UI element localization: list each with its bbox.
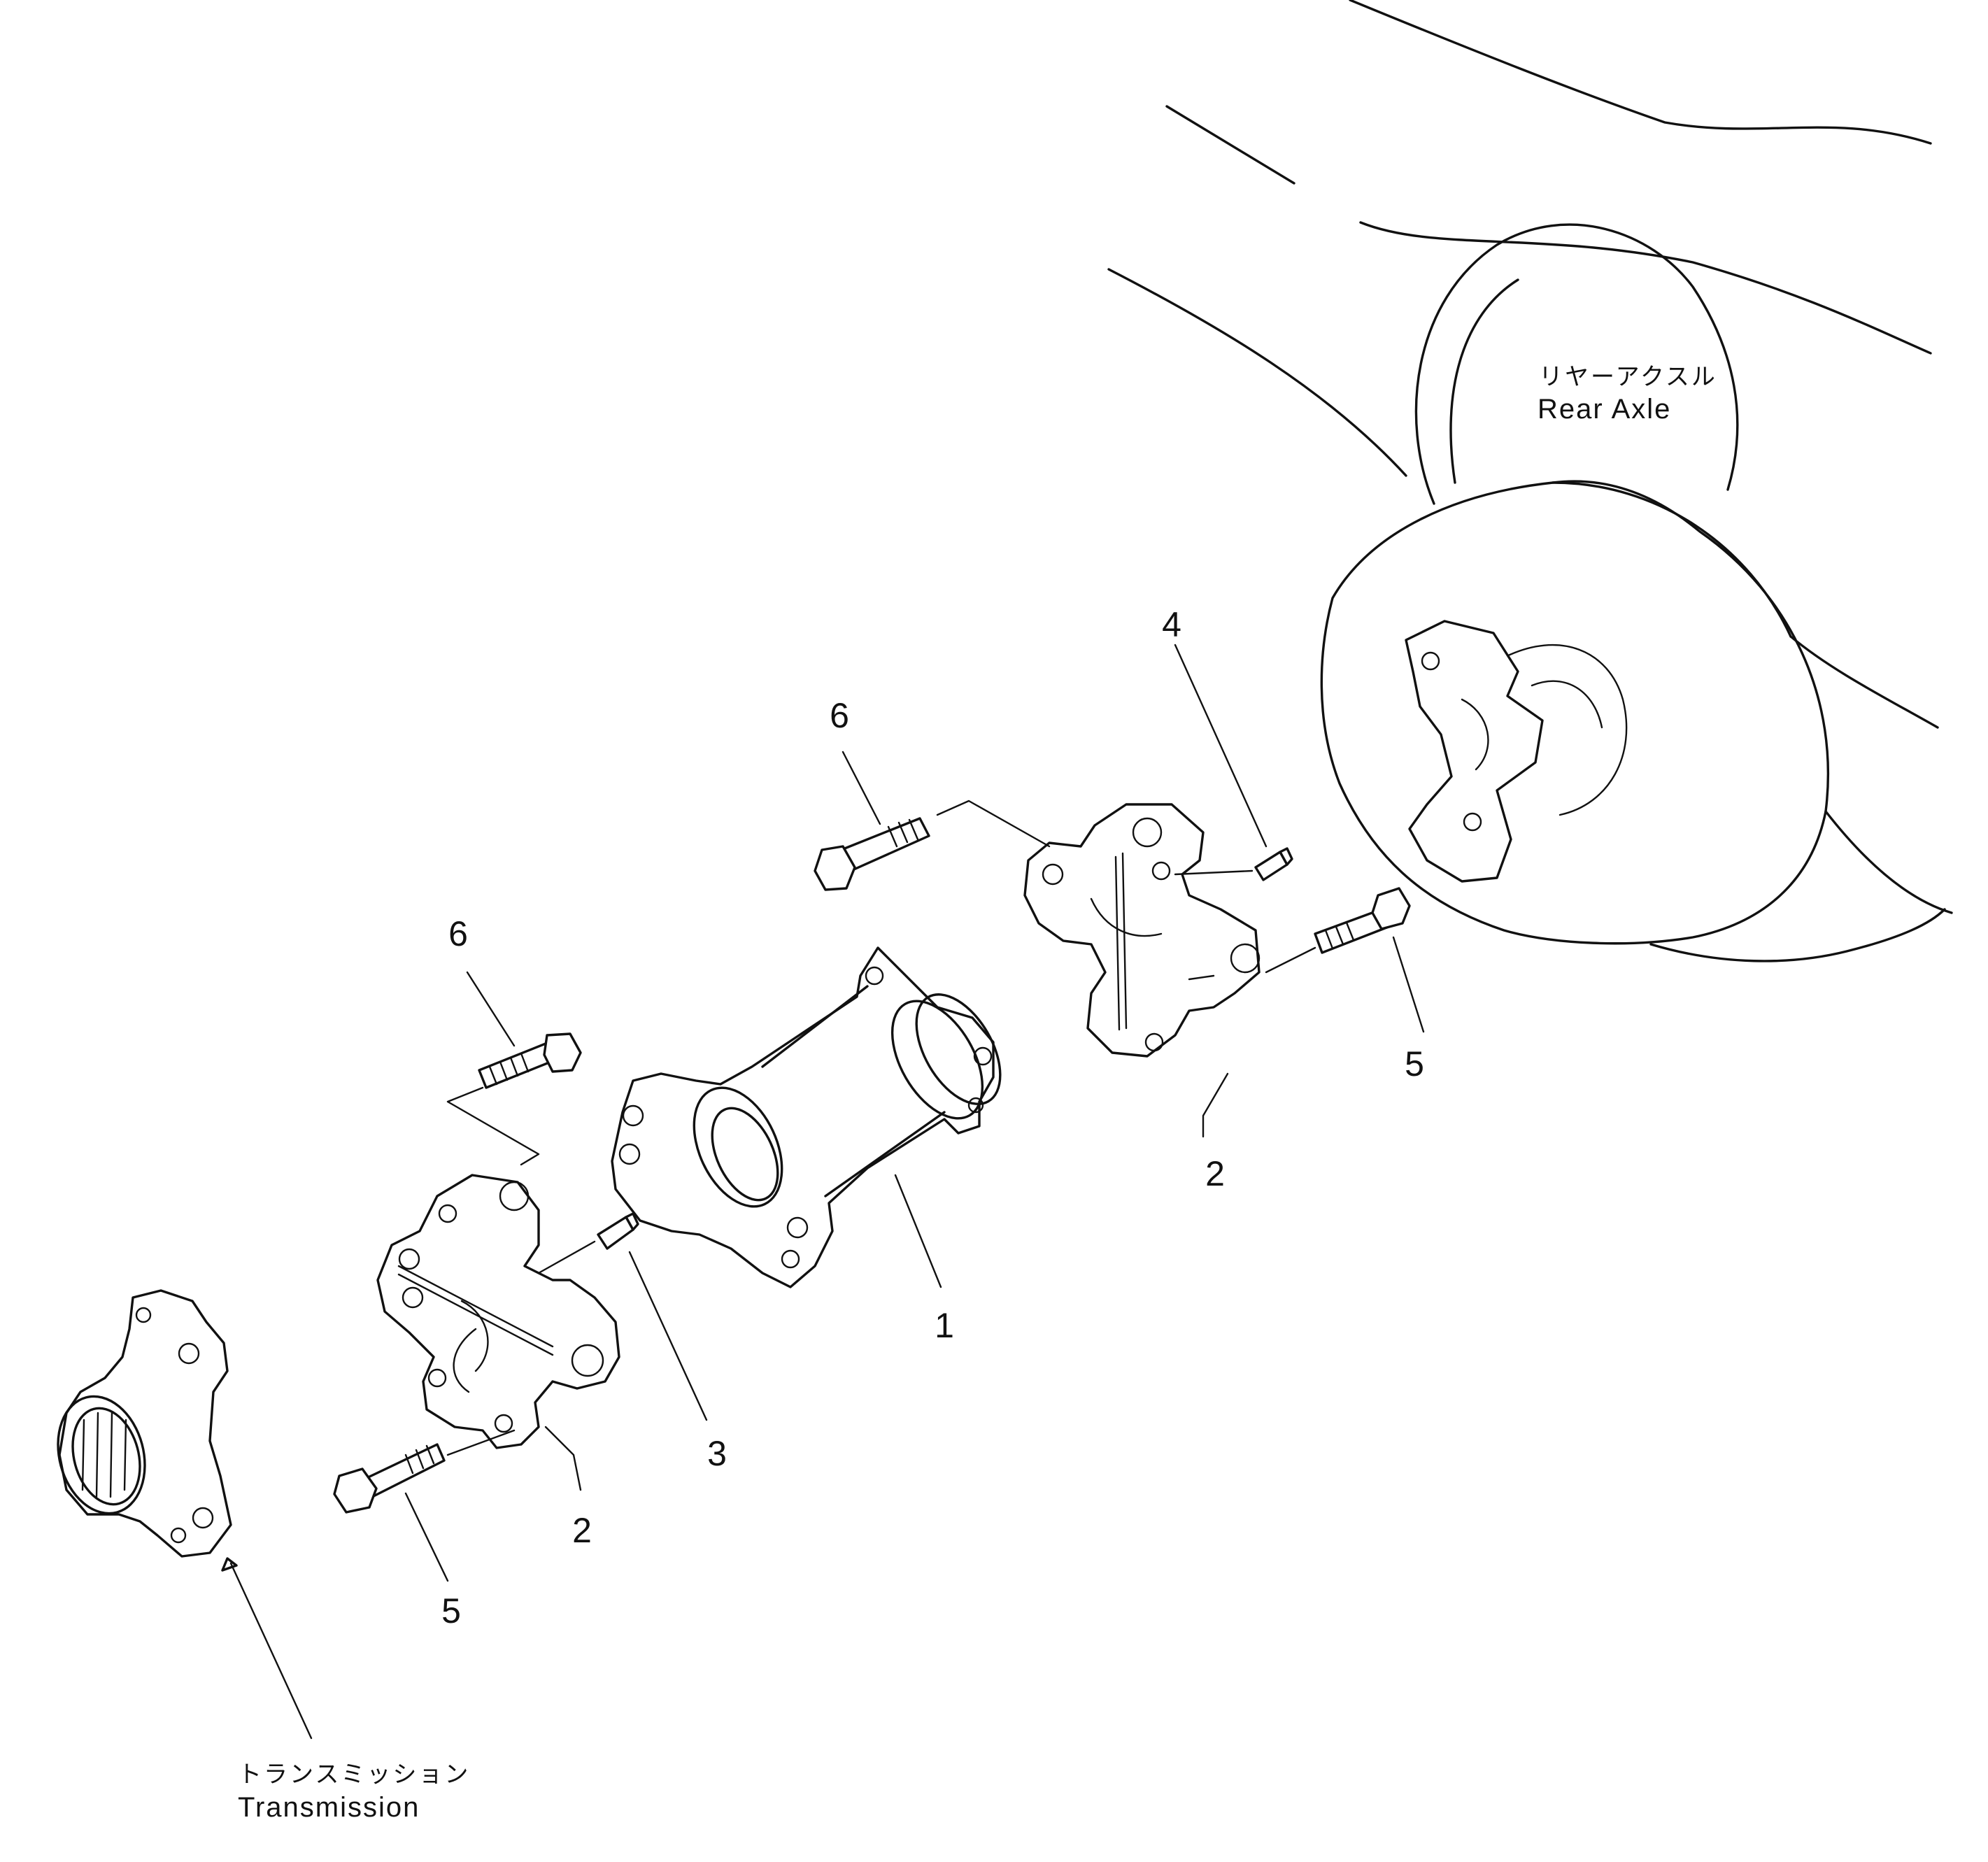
transmission-label: トランスミッション Transmission bbox=[238, 1761, 470, 1823]
grease-fitting-3 bbox=[597, 1212, 639, 1250]
callout-3: 3 bbox=[707, 1434, 727, 1473]
callout-5-left: 5 bbox=[441, 1591, 461, 1630]
bolt-right-5 bbox=[1314, 887, 1411, 954]
bolt-upper-6 bbox=[814, 817, 930, 891]
rear-axle-label: リヤーアクスル Rear Axle bbox=[1538, 363, 1717, 425]
callout-2-left: 2 bbox=[572, 1511, 592, 1550]
grease-fitting-4 bbox=[1254, 847, 1293, 881]
callout-numbers: 1 2 2 3 4 5 5 6 6 bbox=[441, 605, 1424, 1630]
drive-shaft bbox=[611, 946, 1002, 1288]
rear-axle-housing bbox=[1107, 0, 1953, 962]
callout-6-lower: 6 bbox=[448, 914, 468, 953]
transmission-yoke bbox=[57, 1289, 232, 1558]
callout-1: 1 bbox=[935, 1306, 954, 1345]
leader-lines bbox=[221, 644, 1425, 1740]
transmission-label-jp: トランスミッション bbox=[238, 1761, 470, 1789]
bolt-lower-6 bbox=[478, 1032, 582, 1089]
upper-universal-joint-spider bbox=[1023, 803, 1261, 1058]
bolt-left-5 bbox=[333, 1443, 446, 1514]
callout-4: 4 bbox=[1162, 605, 1181, 644]
rear-axle-label-jp: リヤーアクスル bbox=[1539, 363, 1717, 391]
lower-universal-joint-spider bbox=[376, 1174, 620, 1449]
callout-2-right: 2 bbox=[1205, 1154, 1225, 1193]
callout-5-right: 5 bbox=[1405, 1044, 1424, 1083]
rear-axle-label-en: Rear Axle bbox=[1538, 394, 1671, 425]
transmission-label-en: Transmission bbox=[238, 1792, 420, 1823]
callout-6-upper: 6 bbox=[830, 696, 849, 735]
